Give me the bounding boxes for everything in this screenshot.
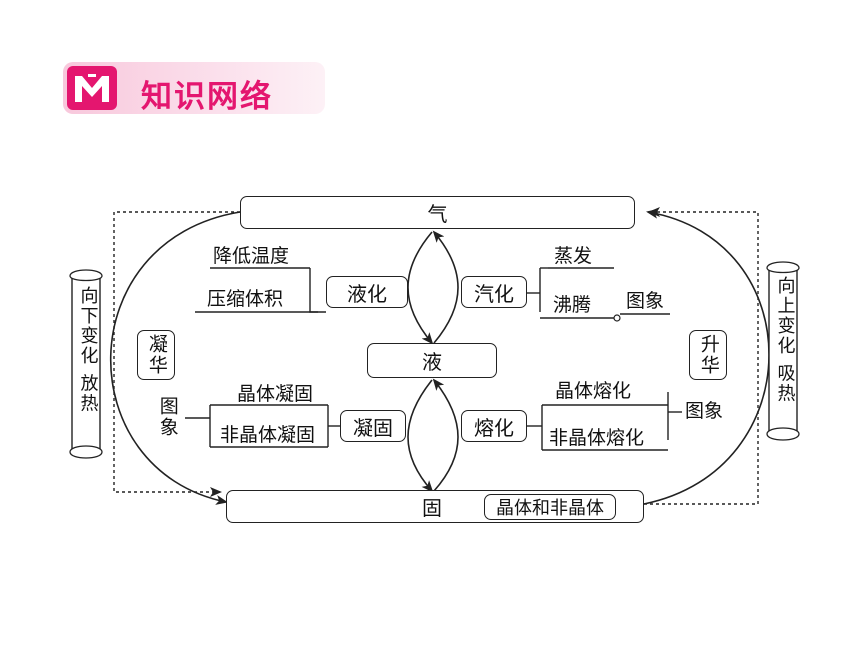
deposition-arc bbox=[109, 211, 241, 505]
liquefaction-box: 液化 bbox=[326, 276, 408, 308]
solid-to-liquid-arrow bbox=[432, 378, 459, 492]
gas-label: 气 bbox=[427, 202, 448, 226]
melting-box: 熔化 bbox=[461, 410, 527, 442]
solid-label: 固 bbox=[422, 496, 442, 520]
left-scroll-text: 向下变化 放热 bbox=[77, 286, 99, 414]
evaporation-text: 蒸发 bbox=[554, 245, 593, 267]
noncrystal-solidify-text: 非晶体凝固 bbox=[220, 424, 316, 446]
boiling-graph-text: 图象 bbox=[626, 290, 665, 312]
melting-label: 熔化 bbox=[474, 415, 514, 440]
crystal-solidify-text: 晶体凝固 bbox=[237, 383, 314, 405]
melt-graph-text: 图象 bbox=[685, 400, 724, 422]
noncrystal-melt-text: 非晶体熔化 bbox=[549, 427, 645, 449]
right-scroll-text: 向上变化 吸热 bbox=[774, 276, 796, 404]
solidification-label: 凝固 bbox=[353, 415, 393, 440]
crystal-melt-text: 晶体熔化 bbox=[555, 380, 632, 402]
section-header: 知识网络 bbox=[63, 62, 325, 115]
deposition-box: 凝华 bbox=[137, 330, 175, 380]
liquid-state-box: 液 bbox=[367, 343, 497, 378]
liquid-to-solid-arrow bbox=[407, 379, 434, 493]
liquid-label: 液 bbox=[422, 350, 442, 374]
solidification-box: 凝固 bbox=[340, 410, 406, 442]
dotted-left bbox=[113, 211, 240, 497]
sublimation-box: 升华 bbox=[689, 330, 727, 380]
vaporization-label: 汽化 bbox=[474, 281, 514, 306]
deposition-label: 凝华 bbox=[145, 334, 168, 376]
m-logo-icon bbox=[67, 66, 117, 110]
vaporization-box: 汽化 bbox=[461, 276, 527, 308]
page-title: 知识网络 bbox=[141, 79, 273, 115]
dotted-right bbox=[644, 207, 759, 505]
left-scroll: 向下变化 放热 bbox=[66, 266, 106, 462]
gas-to-liquid-arrow bbox=[407, 231, 434, 345]
liquid-to-gas-arrow bbox=[432, 230, 459, 344]
solidify-graph-text: 图象 bbox=[156, 396, 179, 438]
crystal-noncrystal-label: 晶体和非晶体 bbox=[496, 498, 604, 519]
crystal-noncrystal-box: 晶体和非晶体 bbox=[484, 494, 616, 520]
gas-state-box: 气 bbox=[240, 196, 635, 229]
compress-volume-text: 压缩体积 bbox=[207, 288, 284, 310]
lower-temp-text: 降低温度 bbox=[213, 245, 290, 267]
sublimation-label: 升华 bbox=[697, 334, 720, 376]
boiling-text: 沸腾 bbox=[553, 294, 592, 316]
right-scroll: 向上变化 吸热 bbox=[763, 258, 803, 444]
liquefaction-label: 液化 bbox=[347, 281, 387, 306]
